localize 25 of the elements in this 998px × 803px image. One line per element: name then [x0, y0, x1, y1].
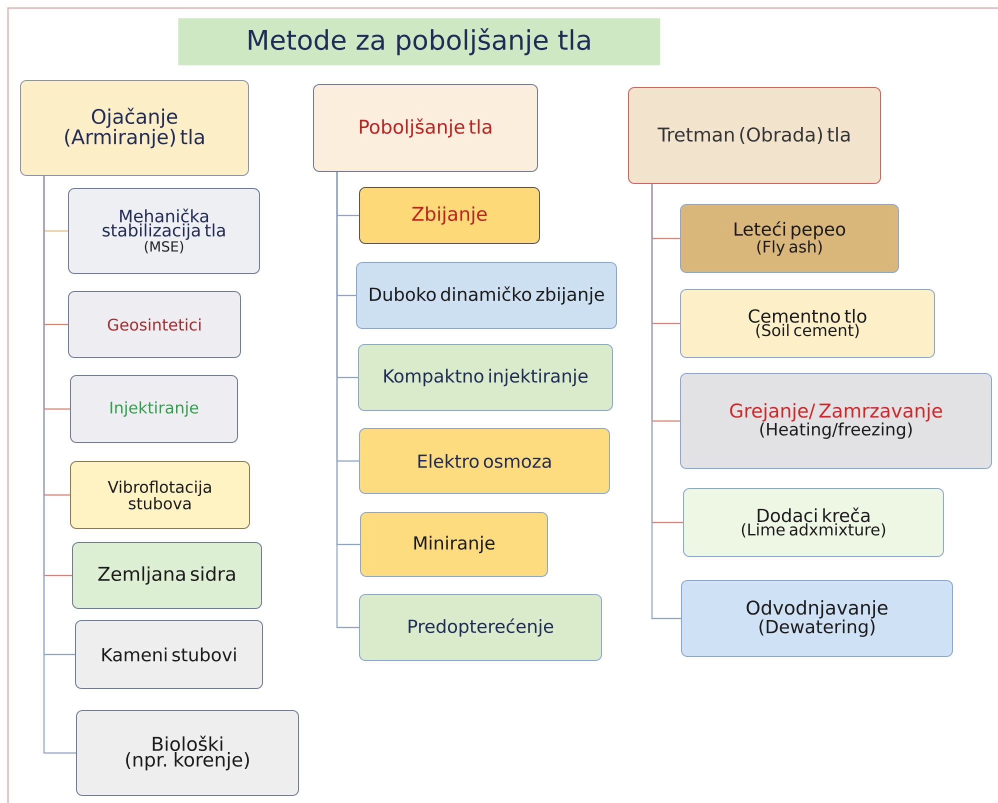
method-box: Biološki (npr. korenje) — [76, 710, 299, 796]
method-box: Odvodnjavanje (Dewatering) — [681, 580, 953, 657]
method-box: Kameni stubovi — [75, 620, 263, 689]
method-box: Poboljšanje tla — [313, 84, 538, 172]
method-box: Zbijanje — [359, 187, 540, 244]
method-box: Tretman (Obrada) tla — [628, 87, 882, 184]
method-box: Ojačanje (Armiranje) tla — [20, 80, 249, 176]
connector-line — [651, 184, 681, 620]
method-box: Grejanje/ Zamrzavanje (Heating/freezing) — [680, 373, 992, 469]
method-box: Miniranje — [360, 512, 548, 577]
method-box: Mehanička stabilizacija tla (MSE) — [68, 188, 260, 274]
method-box: Zemljana sidra — [72, 542, 262, 609]
method-box: Duboko dinamičko zbijanje — [356, 262, 617, 329]
method-box: Injektiranje — [70, 375, 238, 443]
method-box: Dodaci kreča (Lime adxmixture) — [683, 488, 944, 557]
method-box: Predopterećenje — [359, 594, 602, 661]
method-box: Cementno tlo (Soil cement) — [680, 289, 935, 358]
method-box: Geosintetici — [68, 291, 241, 358]
connector-line — [43, 176, 76, 754]
method-box: Leteći pepeo (Fly ash) — [680, 204, 900, 273]
connector-line — [336, 172, 359, 628]
method-box: Vibroflotacija stubova — [70, 461, 250, 529]
method-box: Kompaktno injektiranje — [358, 344, 613, 411]
title-box: Metode za poboljšanje tla — [178, 18, 660, 66]
method-box: Elektro osmoza — [359, 428, 610, 494]
